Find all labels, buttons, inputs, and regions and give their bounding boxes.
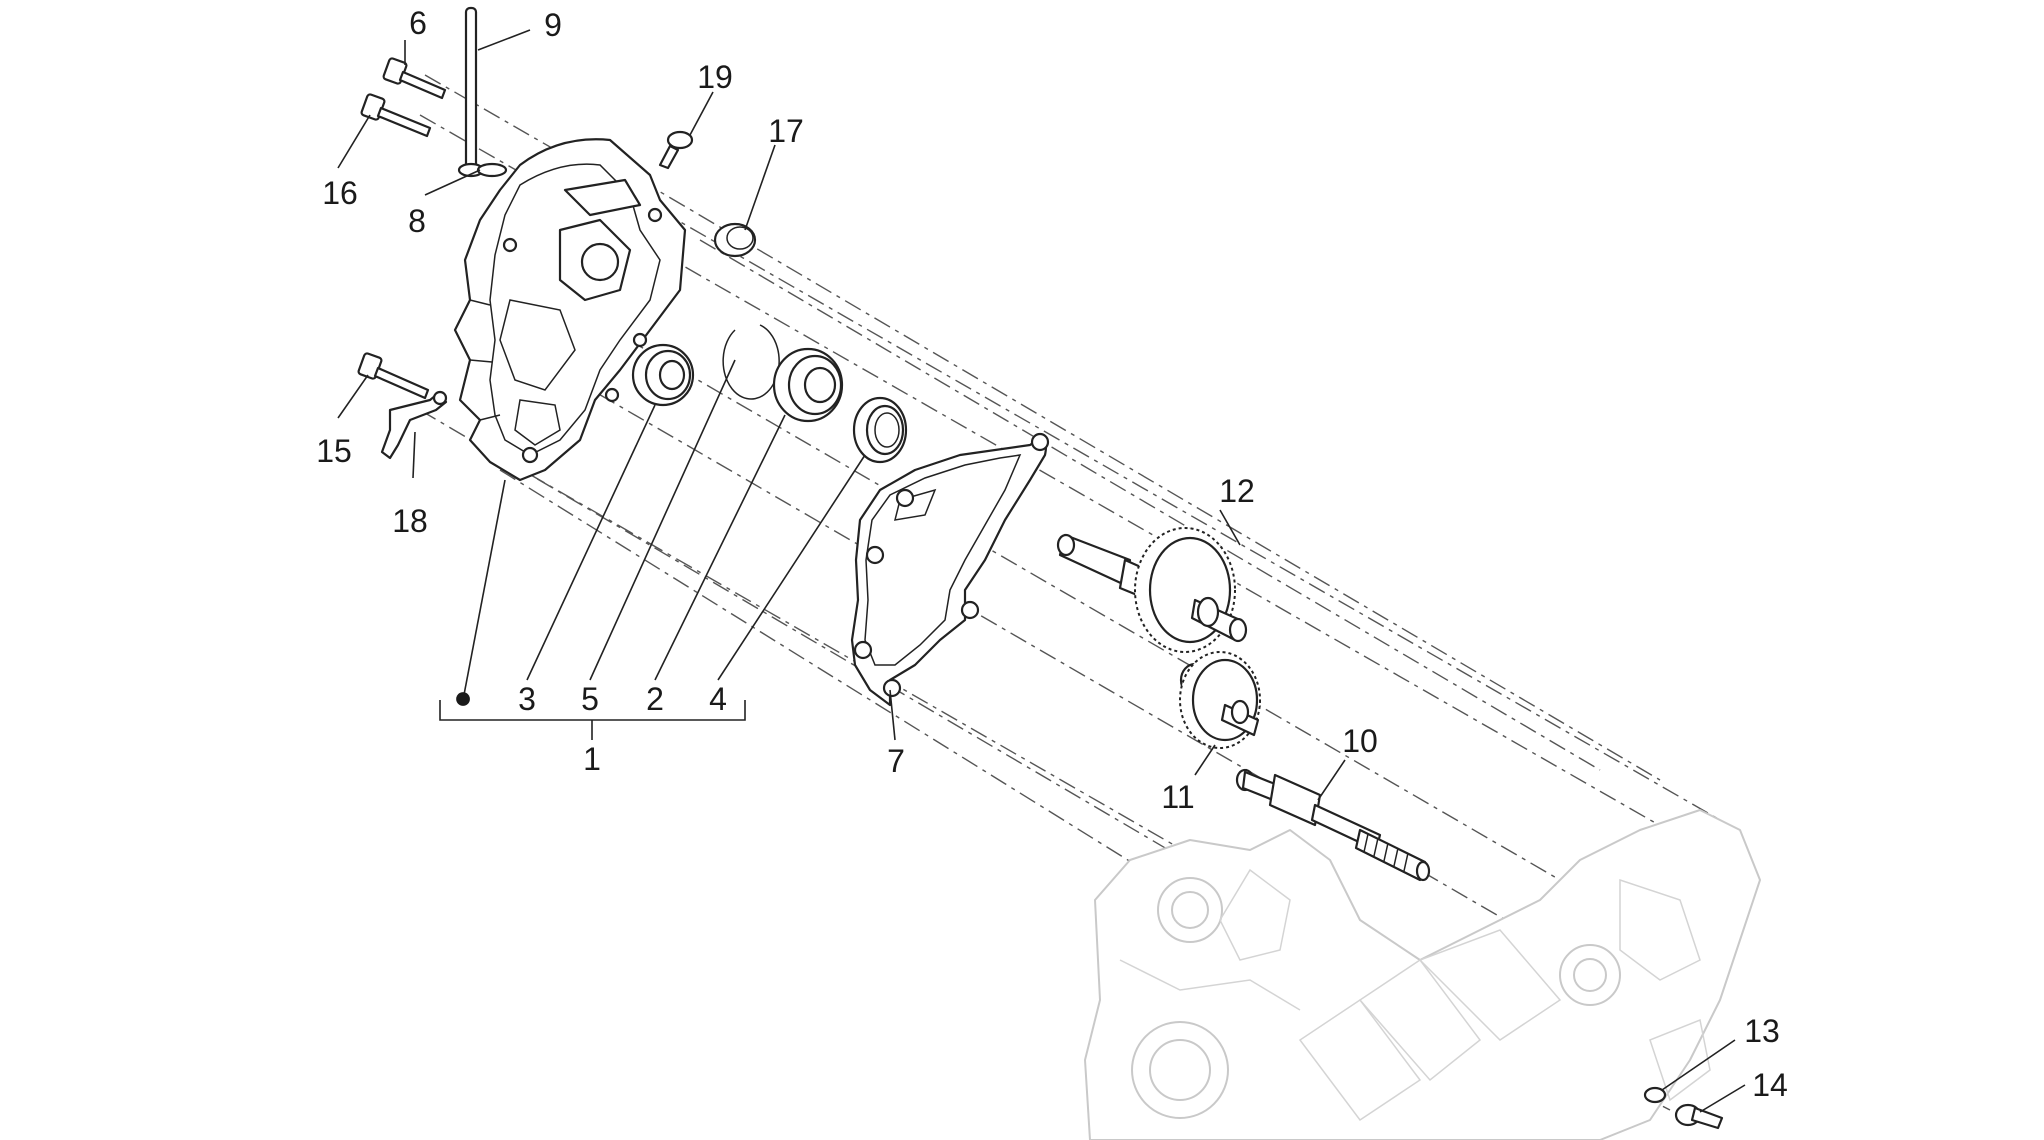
- output-shaft-part-10: [1235, 768, 1431, 882]
- transmission-cover-part: [453, 138, 687, 482]
- crankcase-ghost: [1084, 809, 1761, 1140]
- bearing-part-2: [772, 347, 844, 423]
- bolt-part-6: [382, 57, 447, 100]
- group-marker: ●: [453, 679, 472, 715]
- callout-1: 1: [583, 741, 601, 777]
- callout-10: 10: [1342, 723, 1378, 759]
- callout-18: 18: [392, 503, 428, 539]
- callout-17: 17: [768, 113, 804, 149]
- callout-16: 16: [322, 175, 358, 211]
- callout-3: 3: [518, 681, 536, 717]
- gear-shaft-part-12: [1056, 527, 1248, 653]
- screw-part-14: [1674, 1103, 1724, 1130]
- callout-6: 6: [409, 5, 427, 41]
- gear-part-11: [1179, 651, 1261, 749]
- gasket-part-7: [850, 432, 1050, 707]
- washer-part-13: [1643, 1086, 1667, 1104]
- callout-2: 2: [646, 681, 664, 717]
- seal-part-4: [852, 396, 908, 464]
- callout-15: 15: [316, 433, 352, 469]
- circlip-part-5: [722, 324, 780, 400]
- callout-4: 4: [709, 681, 727, 717]
- callout-12: 12: [1219, 473, 1255, 509]
- group-bracket: [439, 700, 746, 740]
- callout-5: 5: [581, 681, 599, 717]
- bolt-part-16: [360, 93, 432, 138]
- callout-8: 8: [408, 203, 426, 239]
- callout-11: 11: [1161, 779, 1194, 815]
- leader-lines: [337, 29, 1746, 1113]
- bracket-part-18: [380, 390, 448, 460]
- clip-part-19: [658, 130, 694, 170]
- cap-part-17: [713, 222, 757, 258]
- callout-14: 14: [1752, 1067, 1788, 1103]
- callout-labels: 6 9 19 17 16 8 15 18 12 3 5 2 4 ● 1 7 10…: [316, 5, 1788, 1103]
- ring-part-8: [476, 162, 508, 178]
- bearing-part-3: [631, 343, 695, 407]
- callout-9: 9: [544, 7, 562, 43]
- callout-7: 7: [887, 743, 905, 779]
- callout-19: 19: [697, 59, 733, 95]
- rod-part-9: [457, 6, 485, 178]
- callout-13: 13: [1744, 1013, 1780, 1049]
